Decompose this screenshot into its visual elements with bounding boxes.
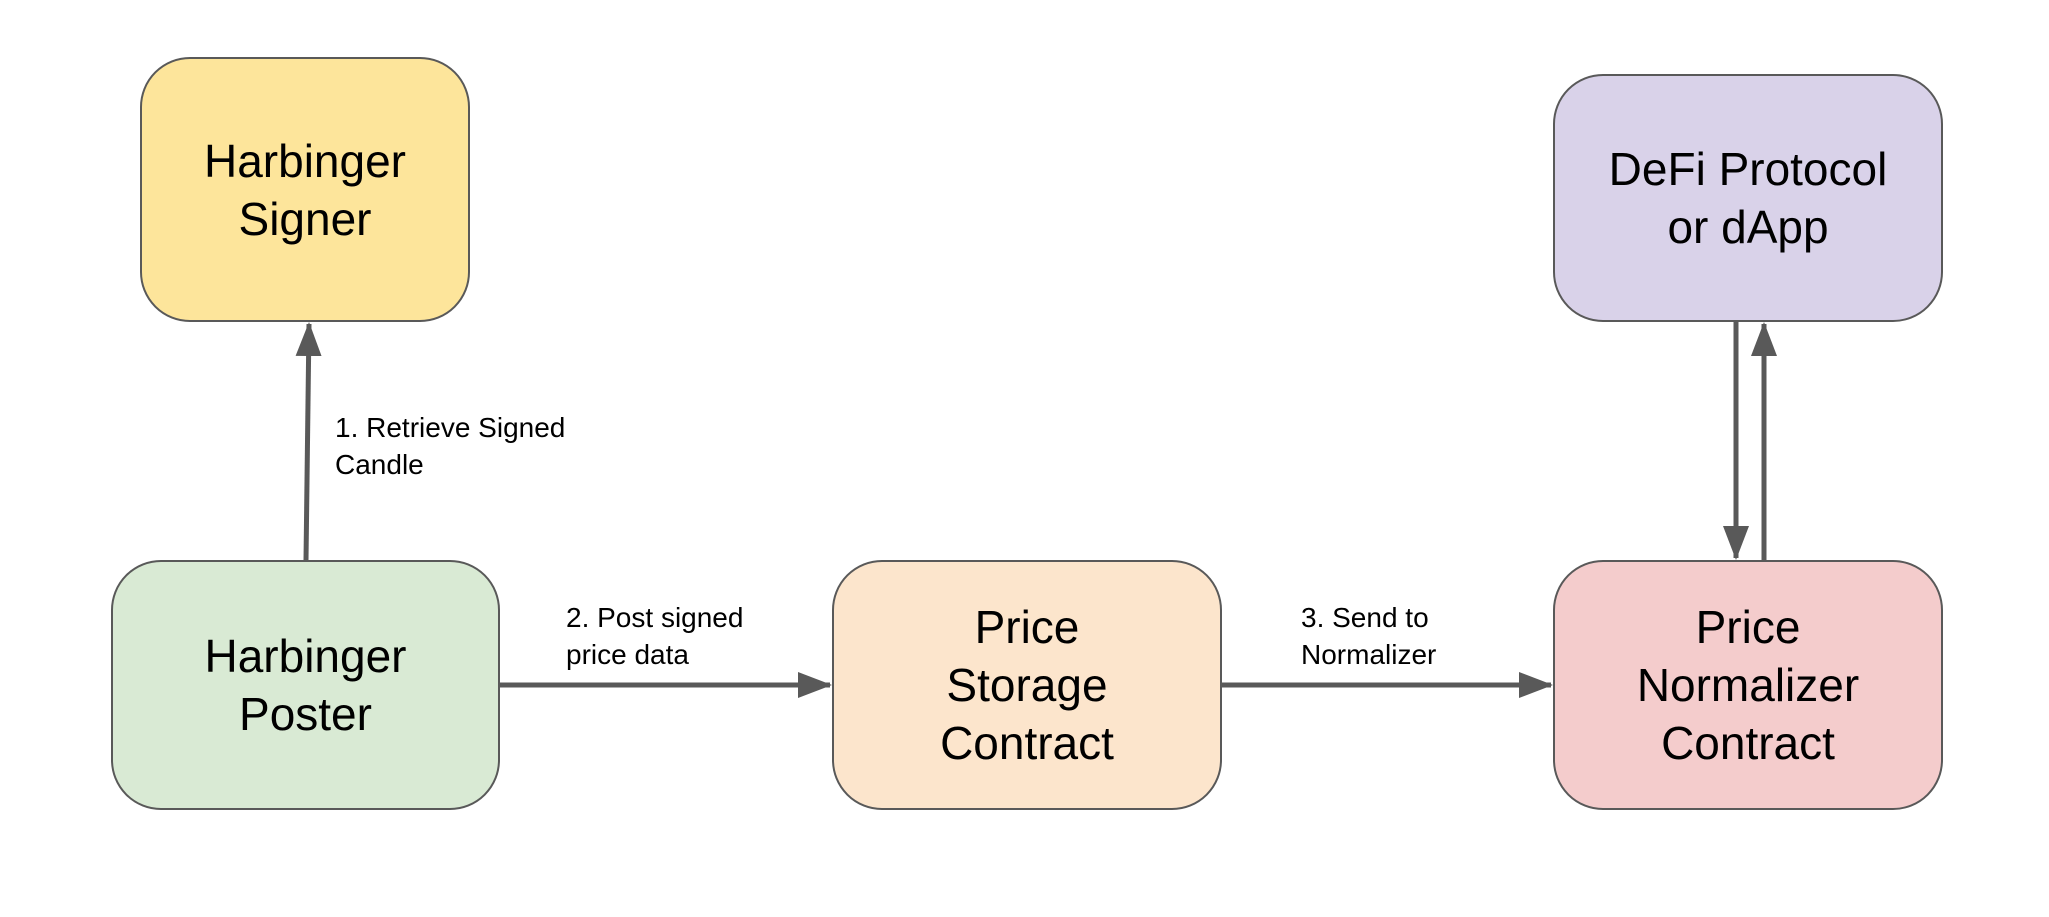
node-price-storage-contract: Price Storage Contract: [832, 560, 1222, 810]
node-price-normalizer-contract: Price Normalizer Contract: [1553, 560, 1943, 810]
node-harbinger-poster: Harbinger Poster: [111, 560, 500, 810]
edge-label-post: 2. Post signed price data: [566, 602, 744, 670]
node-defi-protocol: DeFi Protocol or dApp: [1553, 74, 1943, 322]
node-harbinger-signer: Harbinger Signer: [140, 57, 470, 322]
edge-label-retrieve: 1. Retrieve Signed Candle: [335, 412, 566, 480]
edge-label-send: 3. Send to Normalizer: [1301, 602, 1437, 670]
edge-retrieve-arrow: [295, 322, 322, 561]
